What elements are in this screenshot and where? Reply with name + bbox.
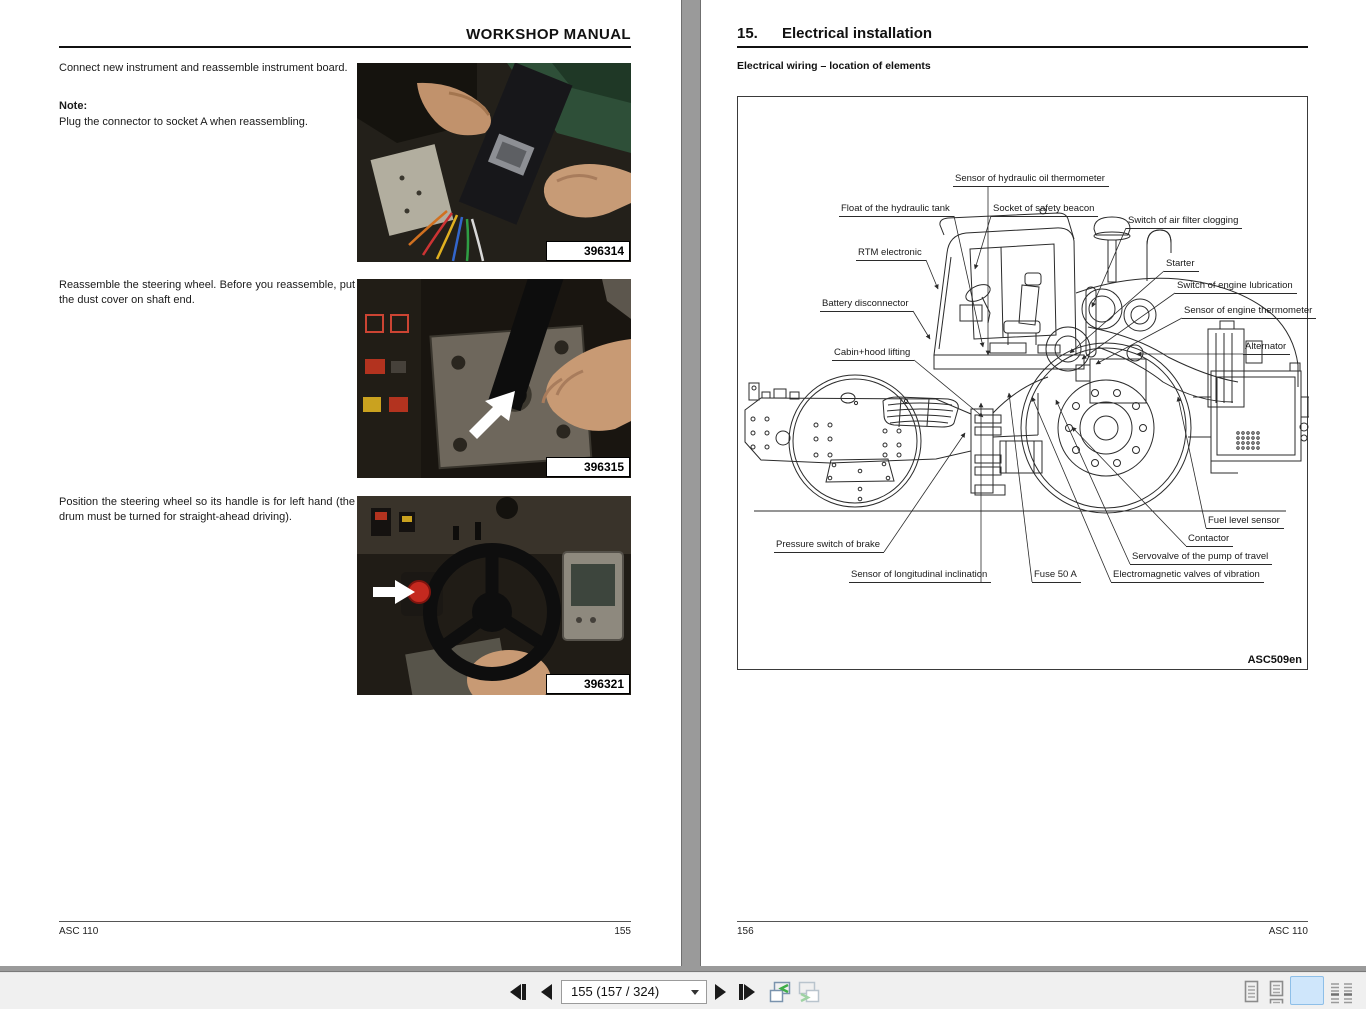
diagram-label: Fuel level sensor (1206, 515, 1284, 529)
diagram-label: Socket of safety beacon (991, 203, 1099, 217)
combobox-caret-icon[interactable] (691, 990, 699, 995)
note-label: Note: (59, 100, 88, 112)
diagram-label: Sensor of longitudinal inclination (849, 569, 992, 583)
first-page-button[interactable] (505, 978, 531, 1005)
note-text: Plug the connector to socket A when reas… (59, 116, 308, 128)
previous-page-button[interactable] (533, 978, 559, 1005)
label-leader-lines (883, 186, 1243, 583)
history-back-button[interactable] (766, 978, 794, 1005)
last-page-icon (739, 983, 755, 1000)
viewer-toolbar: 155 (157 / 324) (0, 972, 1366, 1009)
diagram-label: Contactor (1186, 533, 1234, 547)
photo-instrument-board: 396314 (357, 63, 631, 262)
photo-caption: 396315 (546, 457, 630, 477)
history-back-icon (769, 981, 791, 1002)
diagram-label: Pressure switch of brake (774, 539, 885, 553)
section-subtitle: Electrical wiring – location of elements (737, 60, 931, 72)
diagram-label: Float of the hydraulic tank (839, 203, 954, 217)
view-continuous-facing-button[interactable] (1328, 978, 1354, 1005)
photo-caption: 396321 (546, 674, 630, 694)
manual-page-156: 15. Electrical installation Electrical w… (701, 0, 1366, 966)
diagram-label: Sensor of engine thermometer (1182, 305, 1317, 319)
footer-model: ASC 110 (1268, 926, 1308, 937)
page-number-combobox[interactable]: 155 (157 / 324) (561, 980, 707, 1004)
section-title: Electrical installation (782, 25, 933, 42)
photo-caption: 396314 (546, 241, 630, 261)
diagram-label: Servovalve of the pump of travel (1130, 551, 1273, 565)
footer-page-number: 155 (614, 926, 631, 937)
instruction-paragraph: Position the steering wheel so its handl… (59, 496, 355, 524)
diagram-label: Switch of air filter clogging (1126, 215, 1243, 229)
continuous-view-icon (1269, 980, 1283, 1003)
view-single-page-button[interactable] (1238, 978, 1264, 1005)
photo-steering-column: 396315 (357, 279, 631, 478)
diagram-label: Electromagnetic valves of vibration (1111, 569, 1264, 583)
footer-page-number: 156 (737, 926, 754, 937)
last-page-button[interactable] (734, 978, 760, 1005)
footer-rule (59, 921, 631, 922)
previous-page-icon (541, 983, 552, 1000)
view-continuous-button[interactable] (1263, 978, 1289, 1005)
history-forward-button[interactable] (795, 978, 823, 1005)
diagram-label: Sensor of hydraulic oil thermometer (953, 173, 1109, 187)
page-header-title: WORKSHOP MANUAL (466, 26, 631, 43)
selected-view-highlight (1290, 976, 1324, 1005)
history-forward-icon (798, 981, 820, 1002)
page-gap (681, 0, 701, 966)
header-rule (59, 46, 631, 48)
diagram-label: Cabin+hood lifting (832, 347, 915, 361)
section-rule (737, 46, 1308, 48)
photo-steering-wheel: 396321 (357, 496, 631, 695)
diagram-label: Starter (1164, 258, 1199, 272)
single-page-view-icon (1244, 980, 1258, 1002)
manual-page-155: WORKSHOP MANUAL Connect new instrument a… (0, 0, 681, 966)
page-bottom-shadow (0, 966, 1366, 972)
next-page-icon (715, 983, 726, 1000)
diagram-label: Switch of engine lubrication (1175, 280, 1297, 294)
first-page-icon (510, 983, 526, 1000)
diagram-label: RTM electronic (856, 247, 926, 261)
diagram-label: Alternator (1243, 341, 1291, 355)
section-number: 15. (737, 25, 758, 42)
footer-model: ASC 110 (59, 926, 99, 937)
footer-rule (737, 921, 1308, 922)
figure-code: ASC509en (1247, 654, 1302, 666)
next-page-button[interactable] (708, 978, 734, 1005)
diagram-label: Fuse 50 A (1032, 569, 1081, 583)
diagram-label: Battery disconnector (820, 298, 913, 312)
instruction-paragraph: Connect new instrument and reassemble in… (59, 62, 348, 74)
roller-line-drawing (744, 207, 1309, 514)
continuous-facing-view-icon (1330, 982, 1352, 1003)
instruction-paragraph: Reassemble the steering wheel. Before yo… (59, 279, 355, 307)
